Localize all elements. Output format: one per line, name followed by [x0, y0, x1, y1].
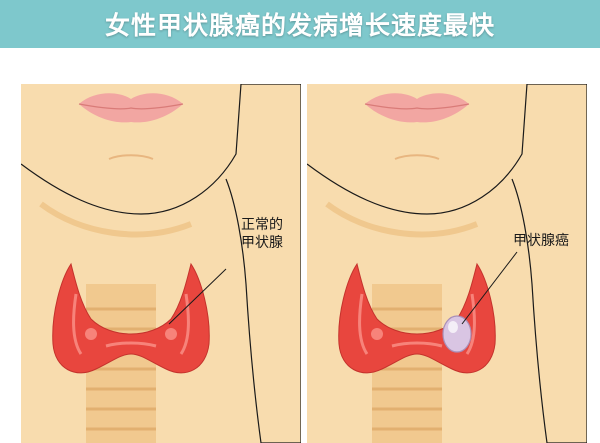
thyroid-cancer-panel: 甲状腺癌 — [307, 84, 587, 443]
title-banner: 女性甲状腺癌的发病增长速度最快 — [0, 0, 600, 48]
lips — [364, 93, 470, 123]
tumor-nodule — [442, 315, 472, 353]
thyroid-cancer-illustration — [307, 84, 587, 443]
cancer-pointer-line — [461, 251, 518, 325]
cancer-label: 甲状腺癌 — [513, 233, 569, 249]
normal-thyroid-illustration — [21, 84, 301, 443]
normal-thyroid-panel: 正常的 甲状腺 — [21, 84, 301, 443]
normal-label-line1: 正常的 — [241, 217, 283, 233]
normal-thyroid-gland — [52, 262, 210, 374]
thyroid-cancer-label: 甲状腺癌 — [513, 232, 587, 250]
lips — [78, 93, 184, 123]
banner-title: 女性甲状腺癌的发病增长速度最快 — [104, 11, 495, 40]
normal-label-line2: 甲状腺 — [241, 235, 283, 251]
normal-pointer-line — [168, 268, 227, 325]
normal-thyroid-label: 正常的 甲状腺 — [241, 216, 301, 252]
